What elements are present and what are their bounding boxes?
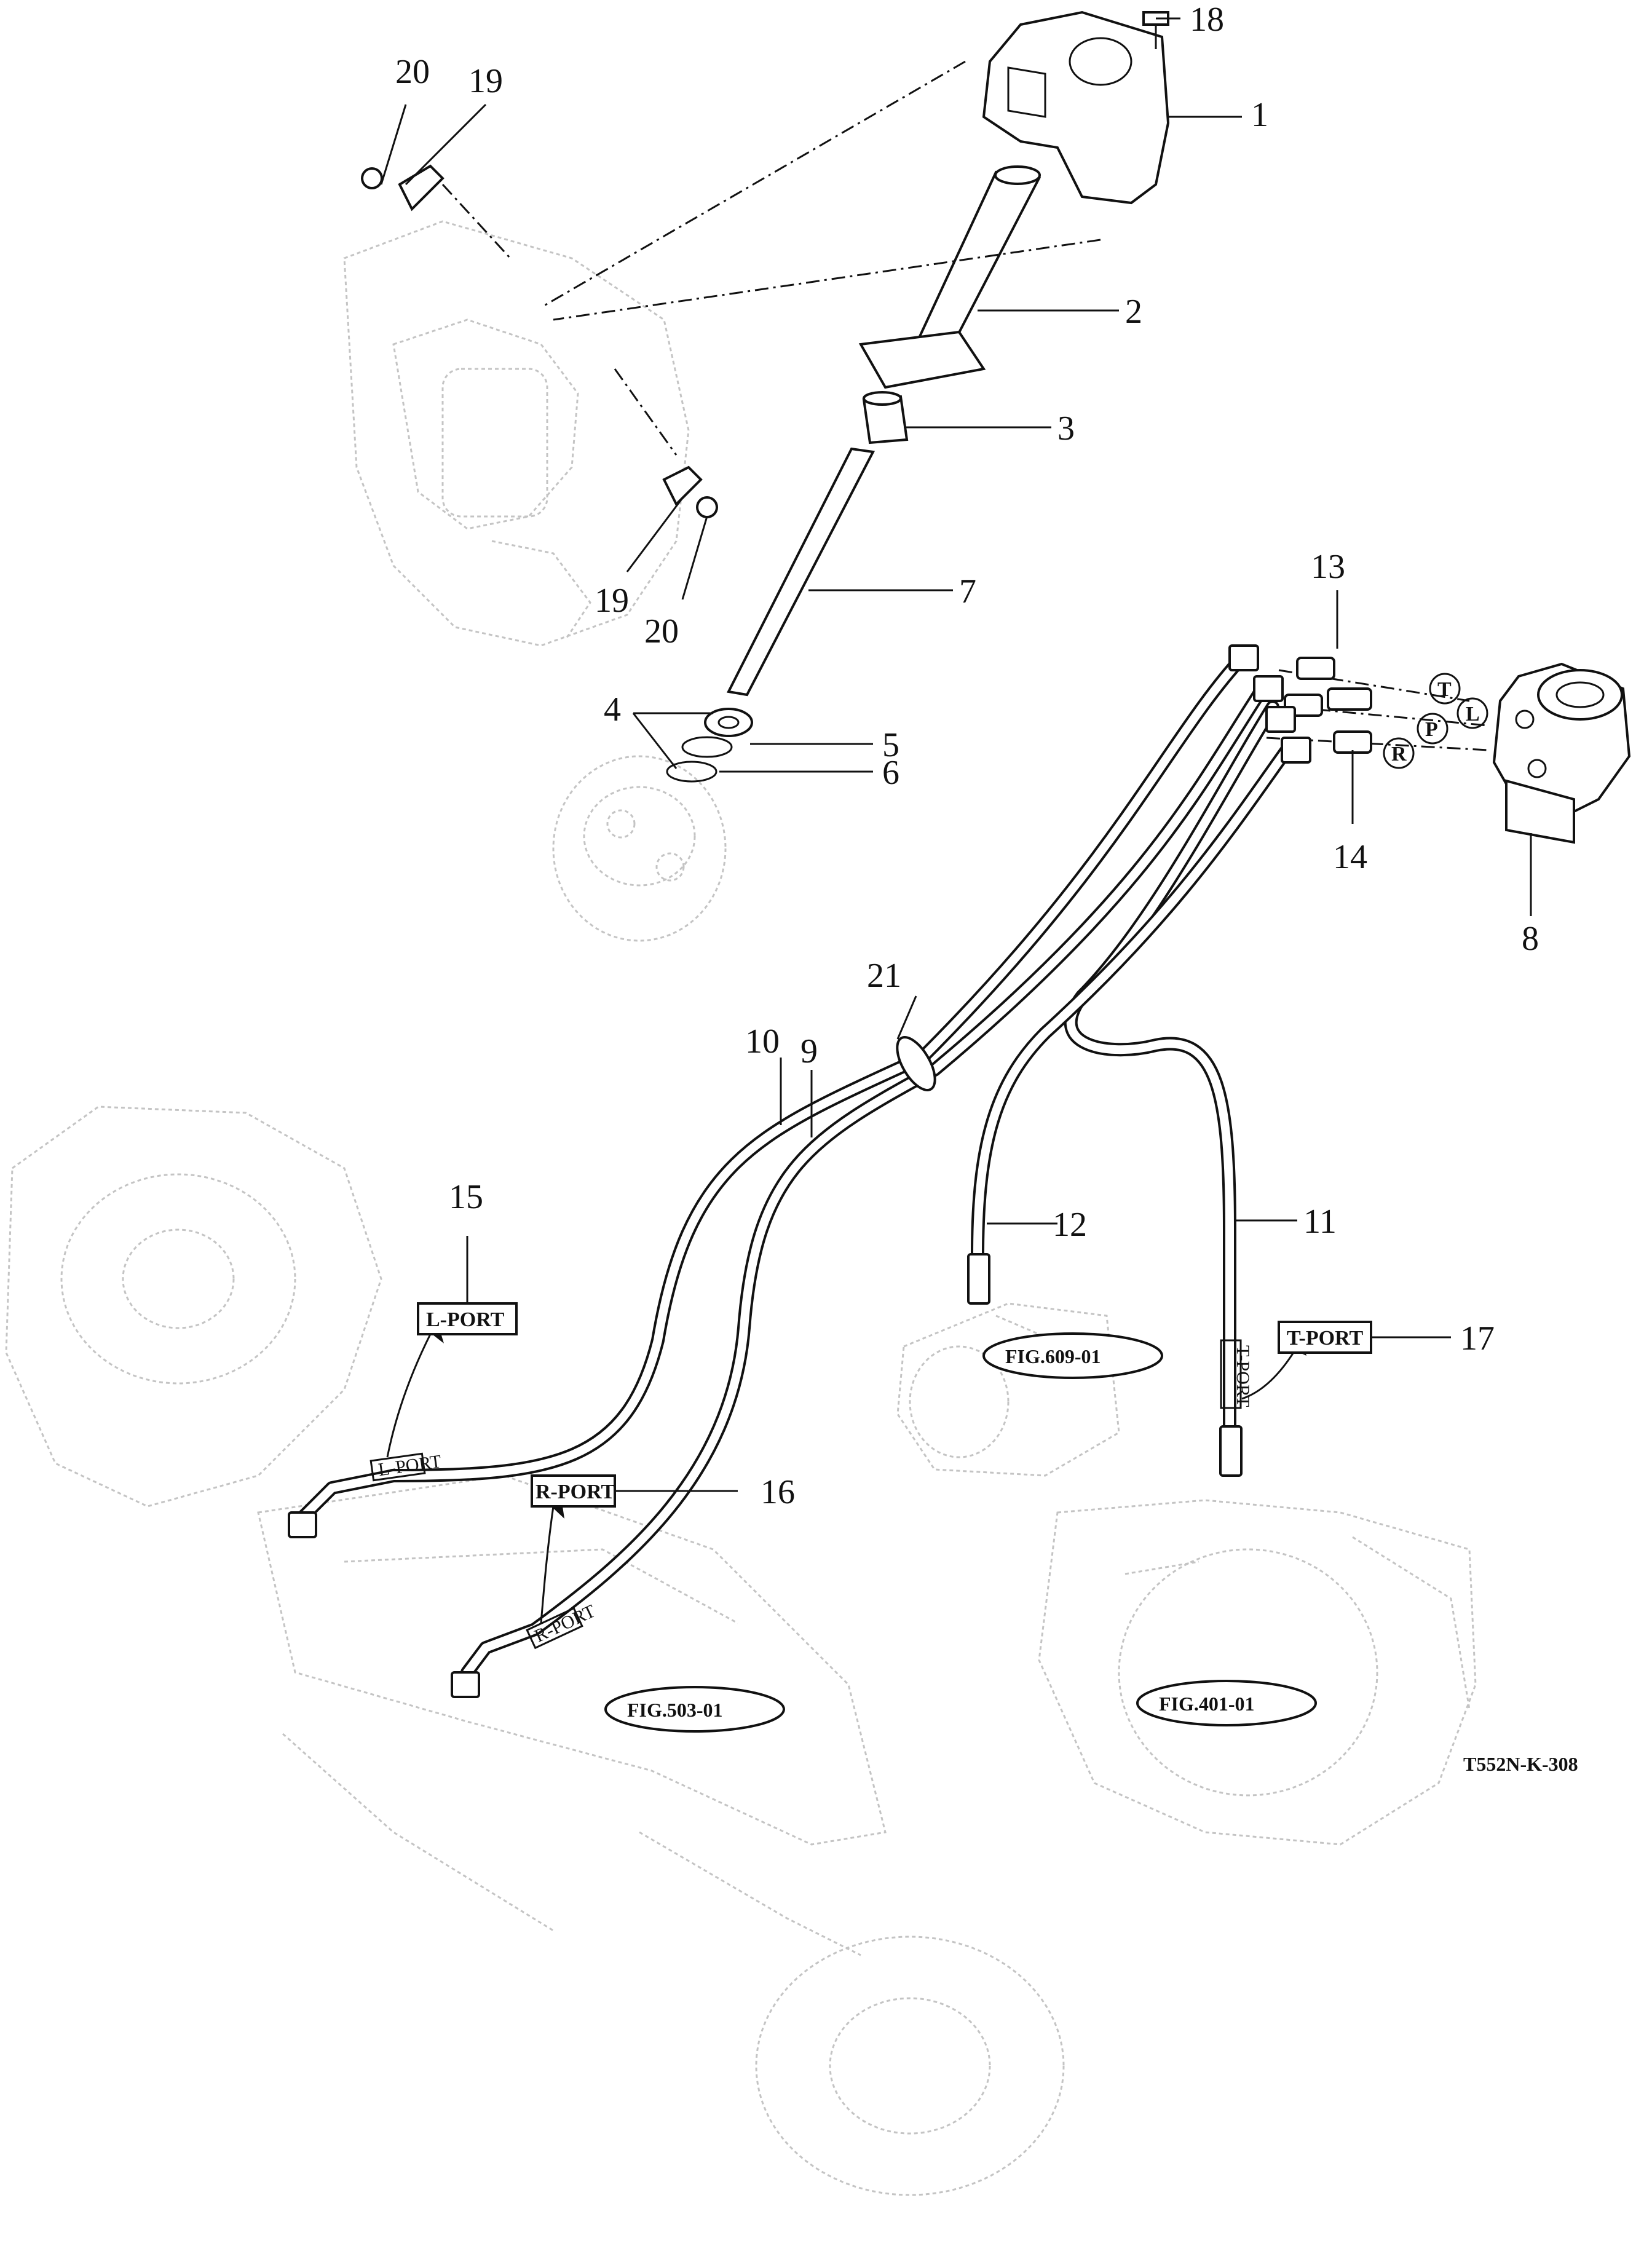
l-port-tag: L-PORT [417, 1302, 518, 1335]
ghost-transmission [1038, 1499, 1477, 1846]
hose-port-stamp-t: T-PORT [1220, 1339, 1253, 1409]
callout-3: 3 [1057, 409, 1075, 448]
callout-19-upper: 19 [468, 62, 503, 100]
hose-bundle [294, 651, 1298, 1679]
callout-9: 9 [800, 1032, 818, 1070]
figure-ref-503: FIG.503-01 [604, 1686, 785, 1733]
figure-ref-401-text: FIG.401-01 [1159, 1693, 1255, 1715]
callout-6: 6 [882, 754, 899, 792]
callout-16: 16 [761, 1473, 795, 1511]
port-letter-t: T [1437, 678, 1452, 701]
figure-ref-609: FIG.609-01 [982, 1332, 1163, 1379]
figure-ref-609-text: FIG.609-01 [1005, 1345, 1101, 1367]
t-port-tag: T-PORT [1278, 1321, 1372, 1354]
callout-20-lower: 20 [644, 612, 679, 650]
ghost-pump [896, 1302, 1120, 1477]
port-letters: T P L R [1383, 673, 1488, 769]
column-tube [858, 165, 1041, 389]
callout-8: 8 [1522, 920, 1539, 958]
callout-19-lower: 19 [595, 582, 629, 620]
clamp-upper [361, 164, 445, 212]
hose-fittings [288, 644, 1311, 1698]
ghost-column-bracket [343, 220, 690, 647]
ghost-front-axle [5, 1105, 1065, 2196]
callout-15: 15 [449, 1178, 483, 1216]
callout-18: 18 [1190, 1, 1224, 39]
l-port-tag-text: L-PORT [426, 1308, 505, 1331]
port-adapters [1284, 657, 1372, 754]
figure-ref-503-text: FIG.503-01 [627, 1699, 723, 1721]
r-port-tag: R-PORT [531, 1474, 616, 1508]
callout-1: 1 [1251, 96, 1268, 134]
callout-5: 5 [882, 726, 899, 764]
t-port-tag-text: T-PORT [1287, 1327, 1363, 1350]
drawing-code: T552N-K-308 [1463, 1753, 1578, 1775]
port-letter-l: L [1466, 703, 1480, 726]
port-letter-p: P [1425, 718, 1438, 741]
callout-10: 10 [745, 1022, 780, 1061]
callout-2: 2 [1125, 293, 1142, 331]
steering-valve [1492, 662, 1631, 844]
column-bracket [982, 10, 1170, 205]
hose-clip [896, 1036, 936, 1091]
callout-13: 13 [1311, 548, 1345, 586]
figure-ref-401: FIG.401-01 [1136, 1680, 1317, 1726]
callout-12: 12 [1053, 1206, 1087, 1244]
r-port-tag-text: R-PORT [536, 1481, 615, 1503]
callout-20-upper: 20 [395, 53, 430, 91]
callout-17: 17 [1460, 1319, 1495, 1358]
port-letter-r: R [1391, 743, 1407, 765]
leader-lines [380, 17, 1532, 1492]
bushing [862, 391, 909, 445]
assembly-lines [441, 60, 1488, 751]
callout-7: 7 [959, 572, 976, 611]
callout-11: 11 [1303, 1203, 1337, 1241]
steering-shaft [726, 447, 875, 697]
bearing-set [666, 708, 753, 783]
callout-14: 14 [1333, 838, 1367, 876]
clamp-lower [662, 465, 718, 518]
callout-21: 21 [867, 957, 901, 995]
callout-numbers: 1 2 3 4 5 6 7 8 9 10 11 12 13 14 15 16 1… [395, 1, 1539, 1511]
hose-port-stamp-t-text: T-PORT [1233, 1345, 1253, 1407]
ghost-steering-valve [552, 755, 727, 942]
callout-4: 4 [604, 690, 621, 729]
